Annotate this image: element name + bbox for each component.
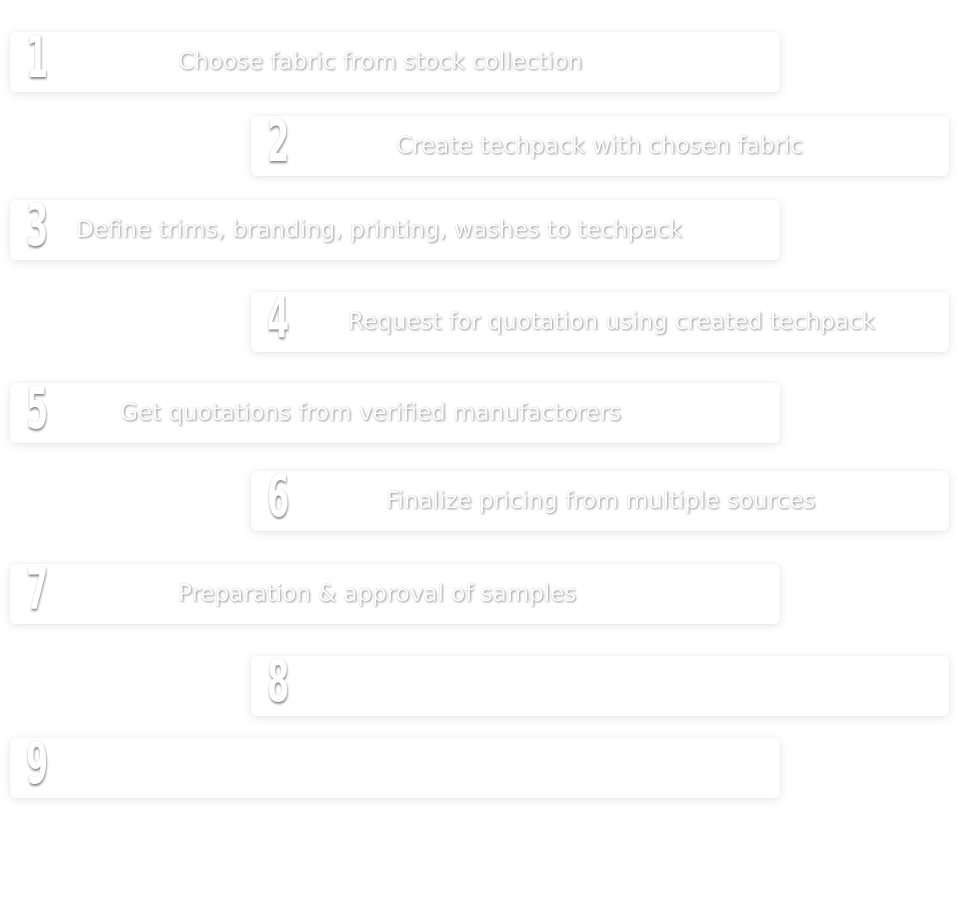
step-number: 5 — [26, 374, 48, 442]
step-card — [10, 383, 780, 443]
step-1: 1 Choose fabric from stock collection — [10, 28, 780, 92]
step-2: 2 Create techpack with chosen fabric — [251, 112, 949, 176]
step-card — [251, 471, 949, 531]
step-card — [10, 32, 780, 92]
step-label: Create techpack with chosen fabric — [396, 133, 803, 159]
step-card — [10, 738, 780, 798]
step-number: 2 — [267, 107, 289, 175]
step-5: 5 Get quotations from verified manufacto… — [10, 379, 780, 443]
step-label: Get quotations from verified manufactore… — [120, 400, 622, 426]
step-7: 7 Preparation & approval of samples — [10, 560, 780, 624]
step-3: 3 Define trims, branding, printing, wash… — [10, 196, 780, 260]
step-card — [10, 200, 780, 260]
step-label: Request for quotation using created tech… — [348, 309, 875, 335]
step-6: 6 Finalize pricing from multiple sources — [251, 467, 949, 531]
step-number: 4 — [267, 283, 289, 351]
step-number: 9 — [26, 729, 48, 797]
step-4: 4 Request for quotation using created te… — [251, 288, 949, 352]
step-card — [251, 292, 949, 352]
step-label: Define trims, branding, printing, washes… — [76, 217, 683, 243]
step-9: 9 — [10, 734, 780, 798]
step-number: 8 — [267, 647, 289, 715]
step-card — [251, 656, 949, 716]
step-card — [10, 564, 780, 624]
step-label: Choose fabric from stock collection — [178, 49, 583, 75]
step-number: 6 — [267, 462, 289, 530]
step-number: 7 — [26, 555, 48, 623]
step-8: 8 — [251, 652, 949, 716]
step-number: 1 — [26, 23, 48, 91]
step-number: 3 — [26, 191, 48, 259]
step-label: Preparation & approval of samples — [178, 581, 577, 607]
step-label: Finalize pricing from multiple sources — [386, 488, 816, 514]
step-card — [251, 116, 949, 176]
